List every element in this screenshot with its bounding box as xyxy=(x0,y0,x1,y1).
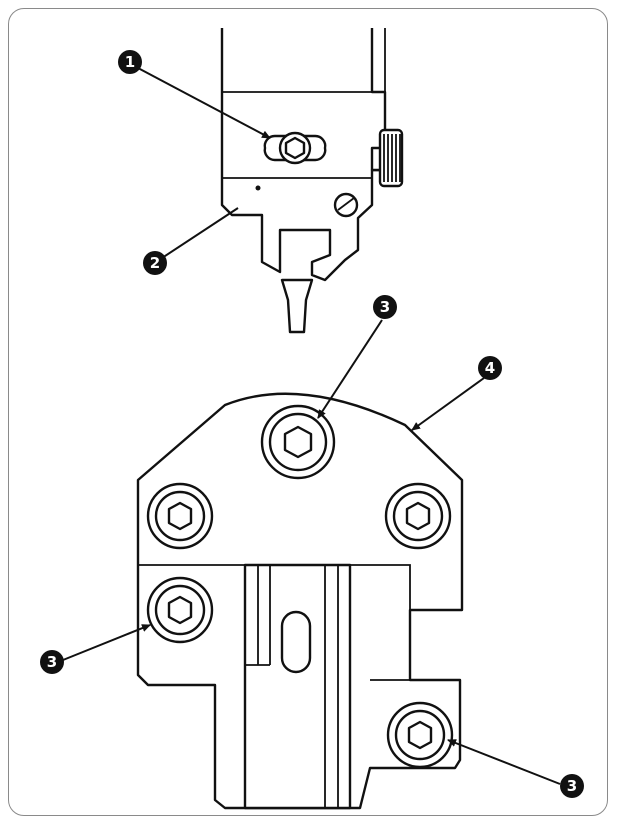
callout-4: 4 xyxy=(478,356,502,380)
screw-1 xyxy=(263,131,327,165)
leader-2 xyxy=(161,207,239,259)
leader-3-left xyxy=(62,624,151,661)
slotted-screw xyxy=(333,192,359,218)
callout-2: 2 xyxy=(143,251,167,275)
screw-top xyxy=(260,404,336,480)
slider-block xyxy=(243,563,352,810)
leader-4 xyxy=(411,377,485,431)
leader-3-top xyxy=(317,319,383,419)
slot xyxy=(280,610,312,674)
callout-3-right: 3 xyxy=(560,774,584,798)
screw-left-upper xyxy=(146,482,214,550)
lower-bracket xyxy=(136,392,464,810)
callout-3-top: 3 xyxy=(373,295,397,319)
svg-text:4: 4 xyxy=(485,359,495,377)
svg-text:1: 1 xyxy=(125,53,135,71)
upper-assembly xyxy=(220,28,404,334)
svg-text:3: 3 xyxy=(567,777,577,795)
callout-3-left: 3 xyxy=(40,650,64,674)
needle-tip xyxy=(280,278,314,334)
screw-left-lower xyxy=(146,576,214,644)
svg-text:2: 2 xyxy=(150,254,160,272)
svg-text:3: 3 xyxy=(47,653,57,671)
screw-right-upper xyxy=(384,482,452,550)
knurled-knob xyxy=(370,128,404,188)
leader-3-right xyxy=(447,739,561,785)
screw-right-lower xyxy=(386,701,454,769)
leader-1 xyxy=(137,67,271,139)
callout-1: 1 xyxy=(118,50,142,74)
mark-dot xyxy=(255,185,261,191)
svg-text:3: 3 xyxy=(380,298,390,316)
